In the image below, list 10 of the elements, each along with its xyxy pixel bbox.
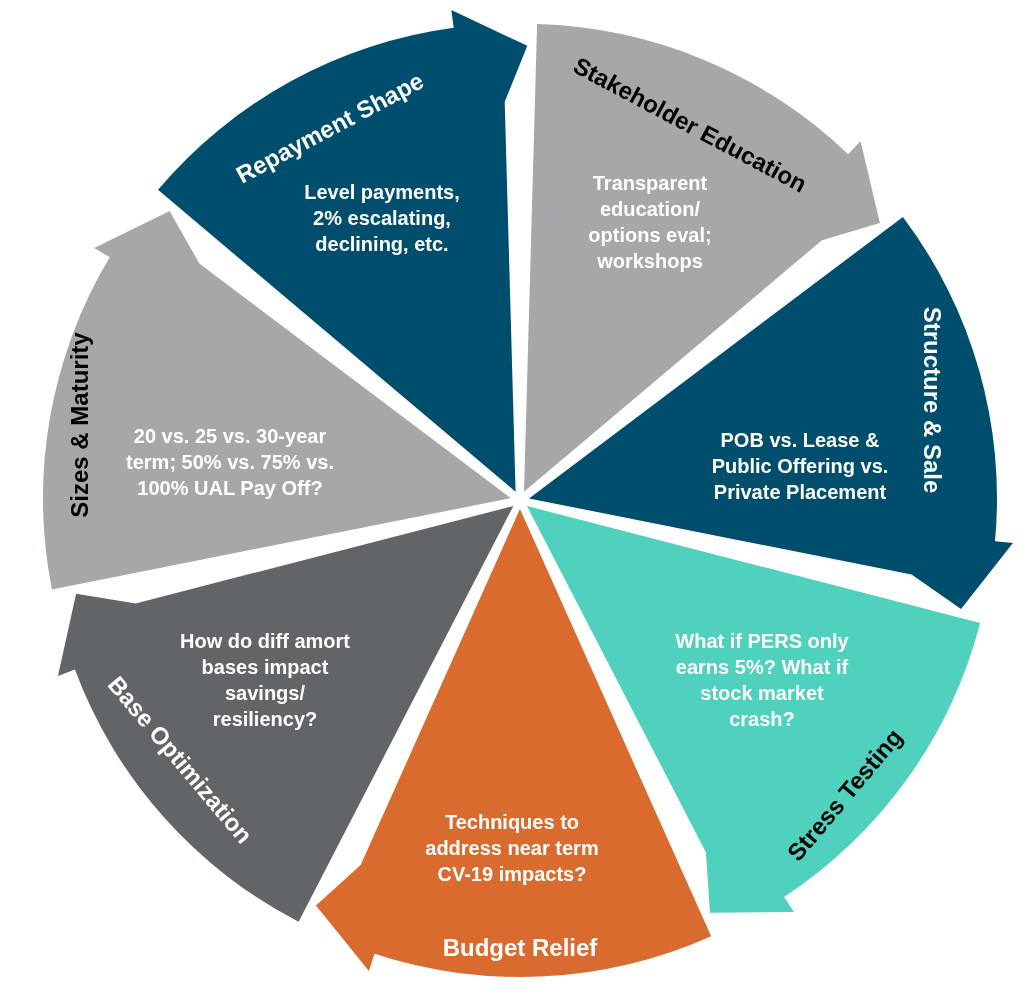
segment-description: 20 vs. 25 vs. 30-year term; 50% vs. 75% vs. 100% UAL Pay Off? xyxy=(125,424,335,501)
arrow-segment xyxy=(43,210,512,590)
segment-description: Level payments, 2% escalating, declining, etc. xyxy=(304,181,461,257)
segment-description: What if PERS only earns 5%? What if stock market crash? xyxy=(674,629,850,731)
segment-title: Structure & Sale xyxy=(918,306,946,494)
segment-description: POB vs. Lease & Public Offering vs. Private Placement xyxy=(710,428,890,505)
segment-description: Techniques to address near term CV-19 impacts? xyxy=(424,810,600,887)
arrow-segment xyxy=(528,216,1013,609)
segment-title: Budget Relief xyxy=(442,934,598,962)
segment-title: Sizes & Maturity xyxy=(66,332,94,518)
